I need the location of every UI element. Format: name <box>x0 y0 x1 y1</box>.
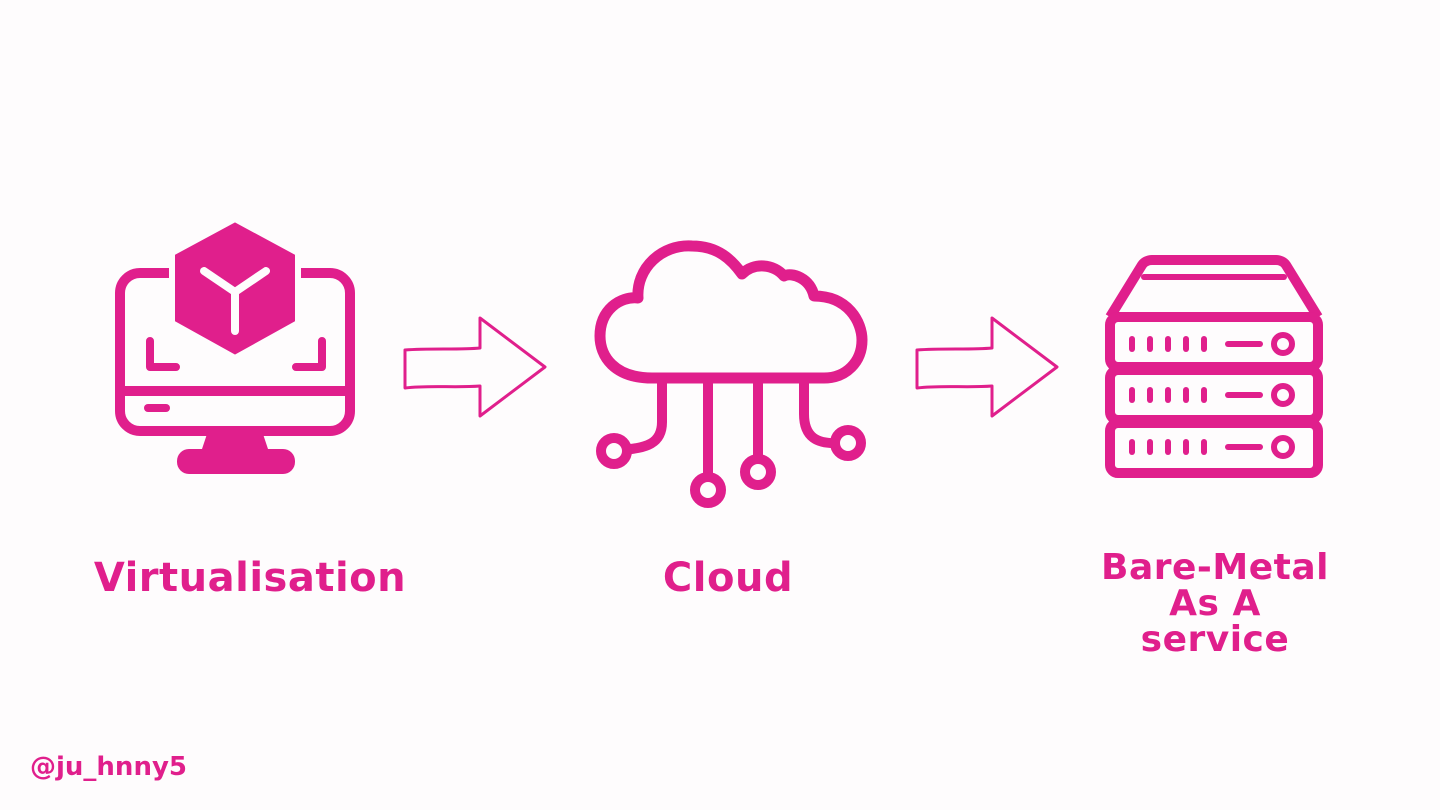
server-rack-icon <box>1105 255 1323 478</box>
label-line: service <box>1140 619 1290 660</box>
stage-label-bare-metal: Bare-Metal As A service <box>1070 550 1360 658</box>
stage-label-cloud: Cloud <box>662 555 794 601</box>
virtual-machine-monitor-icon <box>115 216 355 474</box>
label-line: As A <box>1169 583 1261 624</box>
cloud-network-icon <box>594 240 868 508</box>
stage-label-virtualisation: Virtualisation <box>93 555 407 601</box>
right-arrow-icon <box>403 316 547 418</box>
author-handle: @ju_hnny5 <box>30 752 187 782</box>
right-arrow-icon <box>915 316 1059 418</box>
label-line: Bare-Metal <box>1101 547 1329 588</box>
